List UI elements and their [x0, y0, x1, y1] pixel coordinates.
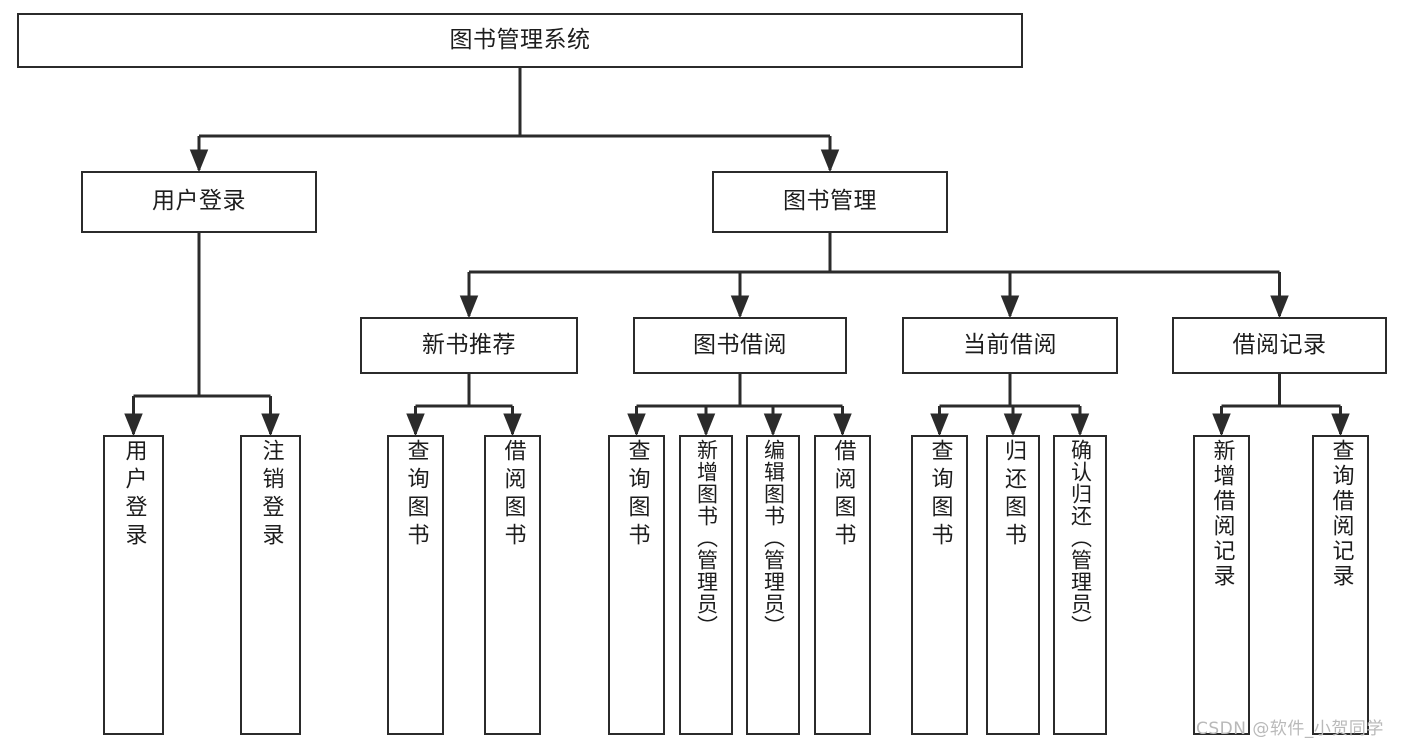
node-label: 借阅图书 [500, 439, 526, 551]
arrow-head-leaf-borrow-book-a-icon [503, 413, 522, 437]
arrow-head-borrow-record-icon [1270, 295, 1289, 319]
arrow-head-user-login-icon [189, 149, 209, 173]
node-label: 查询借阅记录 [1328, 439, 1354, 589]
node-current-borrow[interactable]: 当前借阅 [902, 317, 1118, 374]
arrow-head-leaf-query-book-c-icon [930, 413, 949, 437]
node-leaf-confirm-return[interactable]: 确认归还（管理员） [1053, 435, 1107, 735]
node-label: 查询图书 [927, 439, 953, 551]
node-label: 新增图书（管理员） [694, 439, 719, 637]
node-label: 用户登录 [152, 188, 246, 215]
node-borrow-record[interactable]: 借阅记录 [1172, 317, 1387, 374]
node-label: 图书管理系统 [449, 26, 591, 53]
node-label: 注销登录 [258, 439, 284, 551]
csdn-watermark: CSDN @软件_小贺同学 [1196, 719, 1384, 739]
arrow-head-leaf-user-login-icon [124, 413, 143, 437]
arrow-head-leaf-add-record-icon [1212, 413, 1231, 437]
node-label: 查询图书 [624, 439, 650, 551]
node-label: 确认归还（管理员） [1068, 439, 1093, 637]
node-label: 用户登录 [121, 439, 147, 551]
node-new-book-rec[interactable]: 新书推荐 [360, 317, 578, 374]
node-leaf-add-book[interactable]: 新增图书（管理员） [679, 435, 733, 735]
node-leaf-query-book-b[interactable]: 查询图书 [608, 435, 665, 735]
arrow-head-new-book-rec-icon [459, 295, 479, 319]
arrow-head-leaf-return-book-icon [1003, 413, 1023, 437]
node-book-mgmt[interactable]: 图书管理 [712, 171, 948, 233]
node-label: 图书管理 [783, 188, 877, 215]
arrow-head-leaf-query-book-a-icon [406, 413, 425, 437]
node-leaf-edit-book[interactable]: 编辑图书（管理员） [746, 435, 800, 735]
arrow-head-book-mgmt-icon [820, 149, 840, 173]
arrow-head-leaf-borrow-book-b-icon [833, 413, 852, 437]
node-leaf-return-book[interactable]: 归还图书 [986, 435, 1040, 735]
node-leaf-query-book-c[interactable]: 查询图书 [911, 435, 968, 735]
node-label: 查询图书 [403, 439, 429, 551]
node-label: 借阅记录 [1232, 331, 1327, 358]
node-leaf-add-record[interactable]: 新增借阅记录 [1193, 435, 1250, 735]
node-root[interactable]: 图书管理系统 [17, 13, 1023, 68]
node-label: 编辑图书（管理员） [761, 439, 786, 637]
node-book-borrow[interactable]: 图书借阅 [633, 317, 847, 374]
node-leaf-borrow-book-a[interactable]: 借阅图书 [484, 435, 541, 735]
node-leaf-query-book-a[interactable]: 查询图书 [387, 435, 444, 735]
node-label: 新增借阅记录 [1209, 439, 1235, 589]
node-leaf-user-logout[interactable]: 注销登录 [240, 435, 301, 735]
node-leaf-user-login[interactable]: 用户登录 [103, 435, 164, 735]
arrow-head-leaf-query-book-b-icon [627, 413, 646, 437]
node-leaf-query-record[interactable]: 查询借阅记录 [1312, 435, 1369, 735]
node-user-login[interactable]: 用户登录 [81, 171, 317, 233]
node-label: 归还图书 [1001, 439, 1026, 551]
arrow-head-leaf-confirm-return-icon [1070, 413, 1090, 437]
arrow-head-leaf-query-record-icon [1331, 413, 1350, 437]
arrow-head-current-borrow-icon [1000, 295, 1020, 319]
node-label: 借阅图书 [830, 439, 856, 551]
arrow-head-book-borrow-icon [730, 295, 750, 319]
node-label: 当前借阅 [963, 331, 1057, 358]
node-label: 图书借阅 [693, 331, 787, 358]
arrow-head-leaf-add-book-icon [696, 413, 716, 437]
arrow-head-leaf-edit-book-icon [763, 413, 783, 437]
node-leaf-borrow-book-b[interactable]: 借阅图书 [814, 435, 871, 735]
arrow-head-leaf-user-logout-icon [261, 413, 280, 437]
node-label: 新书推荐 [422, 331, 516, 358]
